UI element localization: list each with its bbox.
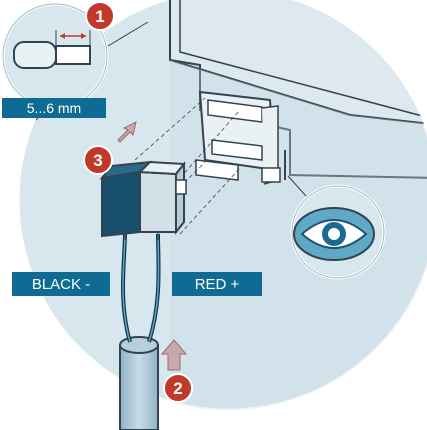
strip-length-inset: 5...6 mm <box>1 2 149 121</box>
callout-step-2-text: 2 <box>173 379 182 398</box>
wires <box>120 231 161 343</box>
callout-step-3-text: 3 <box>93 151 102 170</box>
red-wire-label: RED + <box>172 272 262 296</box>
eye-icon <box>293 207 375 261</box>
arrow-up-icon <box>160 339 188 371</box>
callout-step-3: 3 <box>83 145 113 175</box>
connector-plug <box>99 160 187 240</box>
arrow-insert-icon <box>117 121 137 143</box>
callout-step-1-text: 1 <box>95 7 104 26</box>
cable-strip-icon <box>13 30 91 69</box>
red-wire-text: RED + <box>195 276 240 293</box>
black-wire-label: BLACK - <box>12 272 110 296</box>
callout-step-2: 2 <box>163 373 193 403</box>
cable <box>119 336 159 430</box>
eye-inspection-inset <box>287 175 386 280</box>
black-wire-text: BLACK - <box>32 276 90 293</box>
callout-step-1: 1 <box>85 1 115 31</box>
strip-length-text: 5...6 mm <box>27 100 81 116</box>
